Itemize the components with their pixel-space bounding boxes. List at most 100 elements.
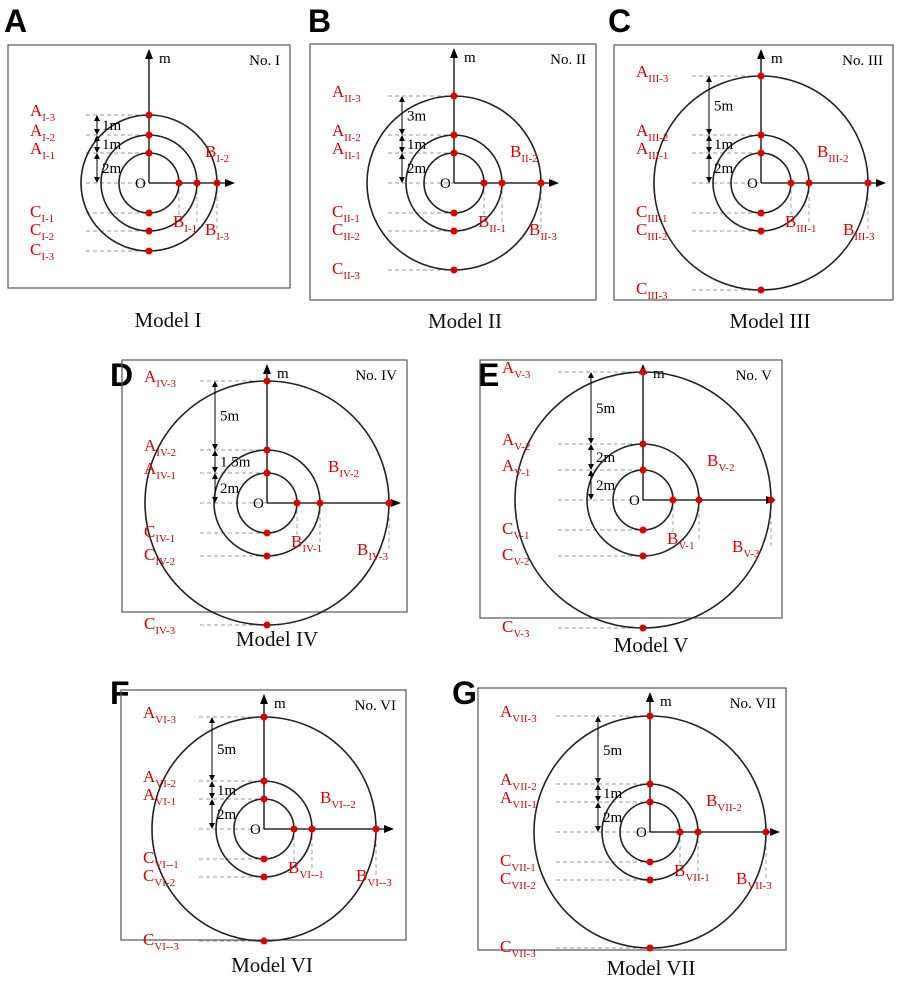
point-a-3 <box>450 92 458 100</box>
point-c-1 <box>260 855 268 863</box>
point-a-2 <box>639 440 647 448</box>
point-a-3 <box>260 713 268 721</box>
label-b-1: BVI--1 <box>288 858 324 881</box>
dimension-arrow-top-3 <box>94 153 100 159</box>
point-b-3 <box>864 179 872 187</box>
dimension-arrow-bottom-2 <box>399 147 405 153</box>
label-a-2: AIV-2 <box>144 436 176 459</box>
dimension-label-1: 5m <box>217 742 237 758</box>
panel-number: No. VI <box>355 698 396 714</box>
point-c-3 <box>260 937 268 945</box>
point-a-3 <box>646 712 654 720</box>
point-c-2 <box>260 873 268 881</box>
label-b-2: BIV-2 <box>328 457 359 480</box>
point-c-1 <box>450 209 458 217</box>
panel-number: No. I <box>249 53 280 69</box>
label-c-2: CVII-2 <box>500 869 536 892</box>
point-b-2 <box>694 828 702 836</box>
label-b-3: BIV-3 <box>357 540 389 563</box>
dimension-arrow-bottom-2 <box>588 464 594 470</box>
point-b-1 <box>480 179 488 187</box>
dimension-arrow-top-1 <box>212 381 218 387</box>
point-a-3 <box>757 72 765 80</box>
point-c-3 <box>757 286 765 294</box>
origin-label: O <box>135 176 146 192</box>
label-a-1: AVII-1 <box>500 788 537 811</box>
point-a-2 <box>450 131 458 139</box>
label-c-1: CV-1 <box>502 519 529 542</box>
y-axis-arrow <box>260 694 268 704</box>
point-a-1 <box>639 466 647 474</box>
point-c-1 <box>757 209 765 217</box>
origin-label: O <box>250 822 261 838</box>
dimension-arrow-top-1 <box>706 76 712 82</box>
x-axis-arrow <box>549 179 559 187</box>
dimension-label-3: 2m <box>603 810 623 826</box>
panel-number: No. VII <box>730 696 776 712</box>
dimension-arrow-bottom-1 <box>94 129 100 135</box>
label-a-1: AVI-1 <box>143 785 176 808</box>
point-c-2 <box>450 227 458 235</box>
point-c-3 <box>646 944 654 952</box>
label-a-2: AV-2 <box>502 430 530 453</box>
label-b-3: BIII-3 <box>843 220 875 243</box>
label-b-3: BV-3 <box>732 537 760 560</box>
label-b-1: BI-1 <box>173 212 197 235</box>
point-b-2 <box>316 499 324 507</box>
point-c-1 <box>263 529 271 537</box>
point-a-1 <box>263 469 271 477</box>
dimension-arrow-bottom-2 <box>209 793 215 799</box>
origin-label: O <box>440 176 451 192</box>
dimension-arrow-bottom-3 <box>212 497 218 503</box>
dimension-arrow-bottom-1 <box>399 129 405 135</box>
dimension-arrow-top-2 <box>706 135 712 141</box>
label-c-3: CV-3 <box>502 617 530 640</box>
dimension-arrow-top-3 <box>595 802 601 808</box>
point-a-1 <box>450 149 458 157</box>
panel-caption: Model VI <box>231 953 313 977</box>
point-c-2 <box>646 876 654 884</box>
dimension-label-2: 1m <box>217 783 237 799</box>
label-c-1: CVI--1 <box>143 848 179 871</box>
panel-frame <box>7 44 291 289</box>
dimension-arrow-bottom-2 <box>212 467 218 473</box>
dimension-label-3: 2m <box>102 161 122 177</box>
label-b-1: BV-1 <box>667 529 694 552</box>
label-c-3: CVI--3 <box>143 930 179 953</box>
point-c-1 <box>145 209 153 217</box>
label-c-3: CIII-3 <box>636 279 668 302</box>
point-b-3 <box>762 828 770 836</box>
label-a-1: AIII-1 <box>636 139 668 162</box>
label-c-2: CIII-2 <box>636 220 668 243</box>
point-c-2 <box>757 227 765 235</box>
dimension-arrow-bottom-1 <box>209 775 215 781</box>
dimension-label-2: 1m <box>102 137 122 153</box>
panel-caption: Model I <box>134 308 201 332</box>
dimension-arrow-top-3 <box>209 799 215 805</box>
point-b-2 <box>498 179 506 187</box>
y-axis-arrow <box>450 48 458 58</box>
label-c-1: CI-1 <box>30 202 54 225</box>
point-a-1 <box>646 798 654 806</box>
label-c-1: CII-1 <box>332 202 360 225</box>
dimension-arrow-top-2 <box>595 784 601 790</box>
dimension-arrow-top-3 <box>588 470 594 476</box>
dimension-label-2: 1m <box>407 137 427 153</box>
y-axis-arrow <box>757 49 765 59</box>
label-b-1: BIII-1 <box>785 212 817 235</box>
dimension-arrow-top-2 <box>588 444 594 450</box>
label-b-1: BIV-1 <box>291 532 322 555</box>
point-b-2 <box>193 179 201 187</box>
label-b-1: BVII-1 <box>674 861 710 884</box>
point-a-2 <box>646 780 654 788</box>
label-a-3: AVII-3 <box>500 702 537 725</box>
axis-label: m <box>771 51 783 67</box>
dimension-arrow-bottom-3 <box>588 494 594 500</box>
point-b-3 <box>537 179 545 187</box>
panel-letter: G <box>452 675 477 711</box>
point-b-3 <box>372 825 380 833</box>
label-b-2: BVII-2 <box>706 791 742 814</box>
